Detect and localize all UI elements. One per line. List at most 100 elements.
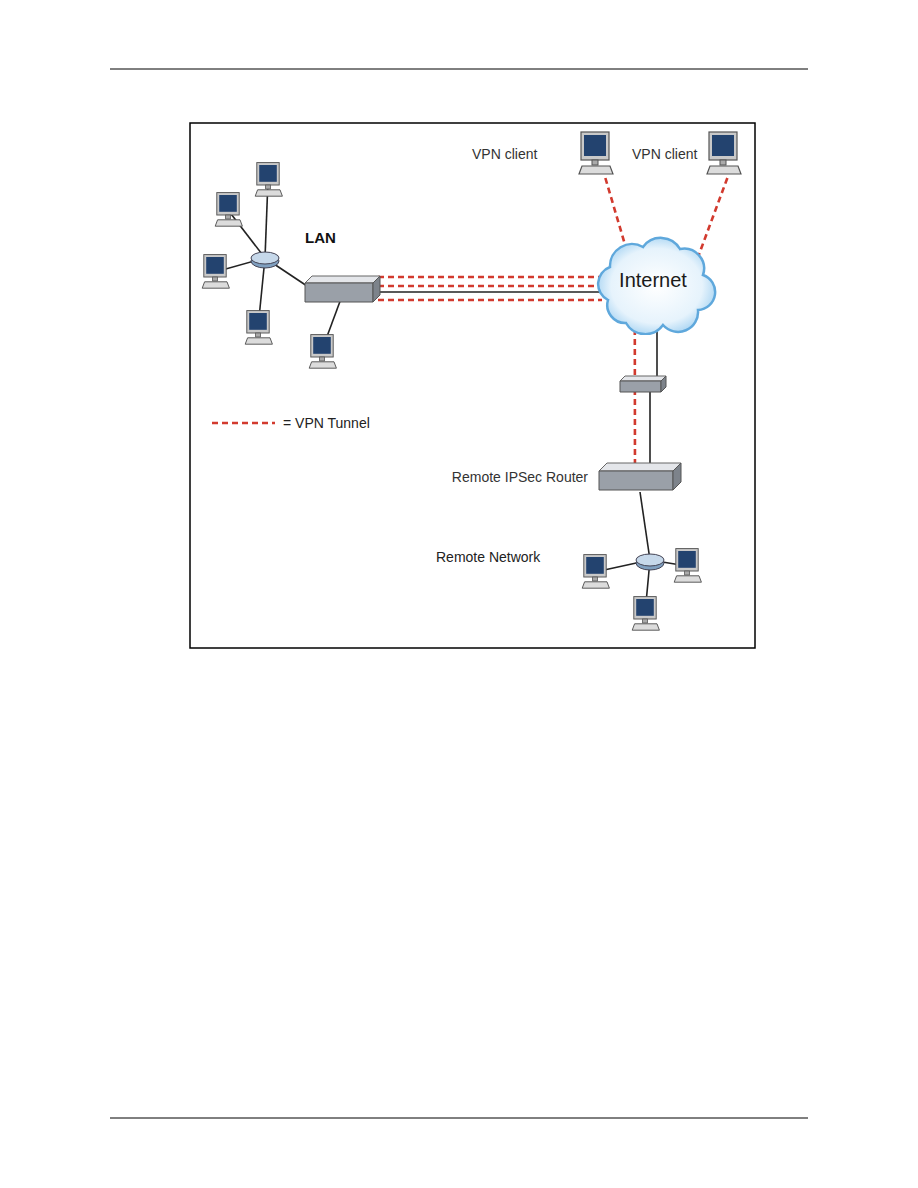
monitor	[257, 163, 279, 185]
monitor	[584, 555, 606, 577]
keyboard	[632, 624, 659, 630]
vpn-tunnel	[605, 178, 625, 247]
stand	[213, 277, 218, 281]
monitor	[709, 132, 737, 160]
vpn-tunnel	[633, 330, 636, 466]
stand	[643, 619, 648, 623]
computer-icon	[579, 132, 613, 174]
modem-device	[620, 376, 666, 392]
device-top	[305, 276, 380, 283]
internet-link	[378, 291, 602, 293]
keyboard	[255, 190, 282, 196]
stand	[266, 185, 271, 189]
stand	[593, 577, 598, 581]
computer-icon	[703, 130, 743, 178]
computer-icon	[309, 335, 336, 369]
vpn-tunnel-line	[378, 299, 602, 302]
keyboard	[202, 282, 229, 288]
screen	[712, 135, 734, 156]
keyboard	[674, 576, 701, 582]
computer-icon	[632, 597, 659, 631]
keyboard	[579, 166, 613, 174]
monitor	[204, 255, 226, 277]
client-node: VPN client	[632, 130, 743, 178]
stand	[226, 215, 231, 219]
stand	[720, 160, 726, 165]
legend-text: = VPN Tunnel	[283, 415, 370, 431]
hub-top	[636, 554, 664, 566]
screen	[313, 337, 331, 354]
vpn-tunnel-line	[378, 276, 604, 279]
monitor	[634, 597, 656, 619]
device-side	[661, 376, 666, 392]
stand	[685, 571, 690, 575]
hub-top	[251, 252, 279, 264]
computer-icon	[674, 549, 701, 583]
computer-icon	[707, 132, 741, 174]
computer-icon	[202, 255, 229, 289]
computer-icon	[255, 163, 282, 197]
hub-symbol	[636, 554, 664, 570]
vpn-tunnel-line	[378, 285, 603, 288]
monitor	[311, 335, 333, 357]
screen	[586, 557, 604, 574]
cloud-outline	[598, 238, 715, 334]
internet-cloud: Internet	[588, 225, 718, 335]
stand	[256, 333, 261, 337]
computer-icon	[215, 193, 242, 227]
device-top	[620, 376, 666, 381]
keyboard	[582, 582, 609, 588]
footer-rule	[110, 1118, 808, 1119]
client-node: VPN client	[472, 130, 615, 178]
device-front	[305, 283, 373, 302]
computer-icon	[582, 555, 609, 589]
screen	[206, 257, 224, 274]
monitor	[247, 311, 269, 333]
screen	[259, 165, 277, 182]
figure-frame	[190, 123, 755, 648]
device-front	[620, 381, 661, 392]
header-rule	[110, 69, 808, 70]
device-top	[599, 463, 681, 471]
device-front	[599, 471, 673, 490]
screen	[678, 551, 696, 568]
legend-sample-line	[212, 422, 275, 425]
computer-icon	[245, 311, 272, 345]
screen	[219, 195, 237, 212]
router-node: Remote IPSec Router	[452, 462, 682, 492]
local-router	[305, 276, 380, 302]
router-label: Remote IPSec Router	[452, 469, 588, 485]
keyboard	[309, 362, 336, 368]
keyboard	[707, 166, 741, 174]
screen	[584, 135, 606, 156]
monitor	[581, 132, 609, 160]
lan-label: LAN	[305, 229, 336, 246]
computer-icon	[575, 130, 615, 178]
device-side	[373, 276, 380, 302]
vpn-tunnel	[699, 178, 728, 256]
internet-link	[656, 330, 658, 378]
monitor	[217, 193, 239, 215]
ipsec-router-icon	[598, 462, 682, 492]
keyboard	[245, 338, 272, 344]
stand	[320, 357, 325, 361]
internet-link	[649, 392, 651, 470]
network-wire	[640, 492, 650, 560]
screen	[636, 599, 654, 616]
cloud-label: Internet	[619, 269, 687, 292]
network-label: Remote Network	[436, 549, 540, 565]
client-label: VPN client	[632, 146, 697, 162]
network-wire	[228, 210, 265, 258]
hub-symbol	[251, 252, 279, 268]
keyboard	[215, 220, 242, 226]
stand	[592, 160, 598, 165]
client-label: VPN client	[472, 146, 537, 162]
ipsec-router-box	[599, 463, 681, 490]
device-side	[673, 463, 681, 490]
monitor	[676, 549, 698, 571]
screen	[249, 313, 267, 330]
